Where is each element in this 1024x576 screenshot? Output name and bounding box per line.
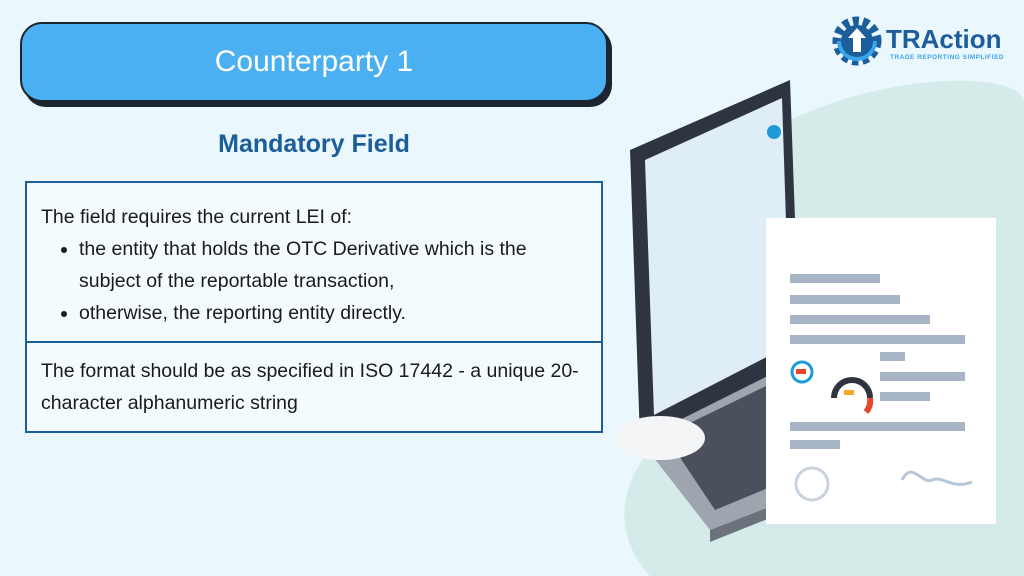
laptop-document-illustration (615, 80, 1024, 576)
bullet-item: otherwise, the reporting entity directly… (79, 297, 589, 329)
traction-logo: TRAction TRADE REPORTING SIMPLIFIED (830, 14, 1010, 70)
description-box: The field requires the current LEI of: t… (25, 181, 603, 433)
subtitle: Mandatory Field (218, 130, 410, 158)
document-icon (766, 218, 996, 524)
format-note: The format should be as specified in ISO… (41, 360, 579, 414)
requirement-section: The field requires the current LEI of: t… (27, 183, 601, 343)
gear-logo-icon (832, 16, 882, 66)
title-text: Counterparty 1 (214, 45, 414, 78)
logo-name: TRAction (886, 24, 1002, 54)
bullet-item: the entity that holds the OTC Derivative… (79, 233, 589, 297)
title-banner: Counterparty 1 (20, 22, 608, 102)
logo-tagline: TRADE REPORTING SIMPLIFIED (890, 54, 1005, 61)
bullet-list: the entity that holds the OTC Derivative… (41, 233, 589, 329)
intro-text: The field requires the current LEI of: (41, 206, 353, 228)
